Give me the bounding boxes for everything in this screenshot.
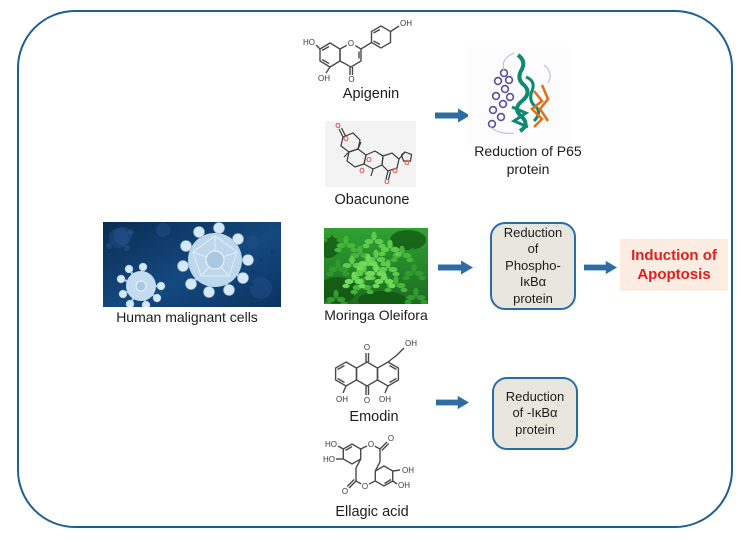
apigenin-structure-image: HO OH O O OH xyxy=(303,19,412,83)
ellagic-acid-structure-image: HO HO OH OH O O O O xyxy=(323,434,414,496)
atom-label: HO xyxy=(325,440,337,449)
atom-label: OH xyxy=(400,19,412,28)
atom-label: O xyxy=(384,179,390,186)
atom-label: OH xyxy=(379,395,391,404)
atom-label: O xyxy=(364,343,370,352)
atom-label: O xyxy=(392,168,398,175)
figure-frame xyxy=(17,10,733,528)
atom-label: O xyxy=(368,440,374,449)
atom-label: O xyxy=(359,168,365,175)
atom-label: OH xyxy=(402,466,414,475)
atom-label: O xyxy=(404,160,410,167)
atom-label: HO xyxy=(323,455,335,464)
apigenin-label: Apigenin xyxy=(342,86,400,102)
ikba-reduction-box: Reduction of -IκBα protein xyxy=(492,377,578,450)
phospho-ikba-reduction-box: Reduction of Phospho- IκBα protein xyxy=(490,222,576,310)
atom-label: O xyxy=(362,482,368,491)
flow-arrow-to-phospho xyxy=(438,260,473,275)
flow-arrow-to-ikba xyxy=(436,395,470,410)
ellagic-acid-label: Ellagic acid xyxy=(335,504,409,520)
obacunone-structure-image: O O O O O O O xyxy=(325,121,416,187)
p65-protein-ribbon-image xyxy=(468,47,570,145)
atom-label: O xyxy=(342,487,348,496)
atom-label: OH xyxy=(405,339,417,348)
atom-label: O xyxy=(366,157,372,164)
obacunone-label: Obacunone xyxy=(334,192,410,208)
induction-of-apoptosis-box: Induction of Apoptosis xyxy=(620,239,728,291)
moringa-label: Moringa Oleifora xyxy=(324,307,428,323)
atom-label: OH xyxy=(318,74,330,83)
atom-label: OH xyxy=(336,395,348,404)
atom-label: O xyxy=(343,136,349,143)
atom-label: O xyxy=(348,75,354,83)
atom-label: O xyxy=(335,123,341,130)
atom-label: O xyxy=(364,396,370,405)
malignant-cells-label: Human malignant cells xyxy=(116,309,258,325)
p65-reduction-label: Reduction of P65 protein xyxy=(474,143,582,177)
malignant-cells-image xyxy=(103,222,281,307)
emodin-label: Emodin xyxy=(349,409,399,425)
atom-label: HO xyxy=(303,38,315,47)
flow-arrow-to-apoptosis xyxy=(584,260,618,275)
atom-label: O xyxy=(348,39,354,48)
atom-label: OH xyxy=(398,481,410,490)
moringa-plant-image xyxy=(324,228,428,304)
flow-arrow-to-p65 xyxy=(435,108,470,123)
emodin-structure-image: O OH OH O OH xyxy=(334,339,417,405)
atom-label: O xyxy=(388,434,394,443)
